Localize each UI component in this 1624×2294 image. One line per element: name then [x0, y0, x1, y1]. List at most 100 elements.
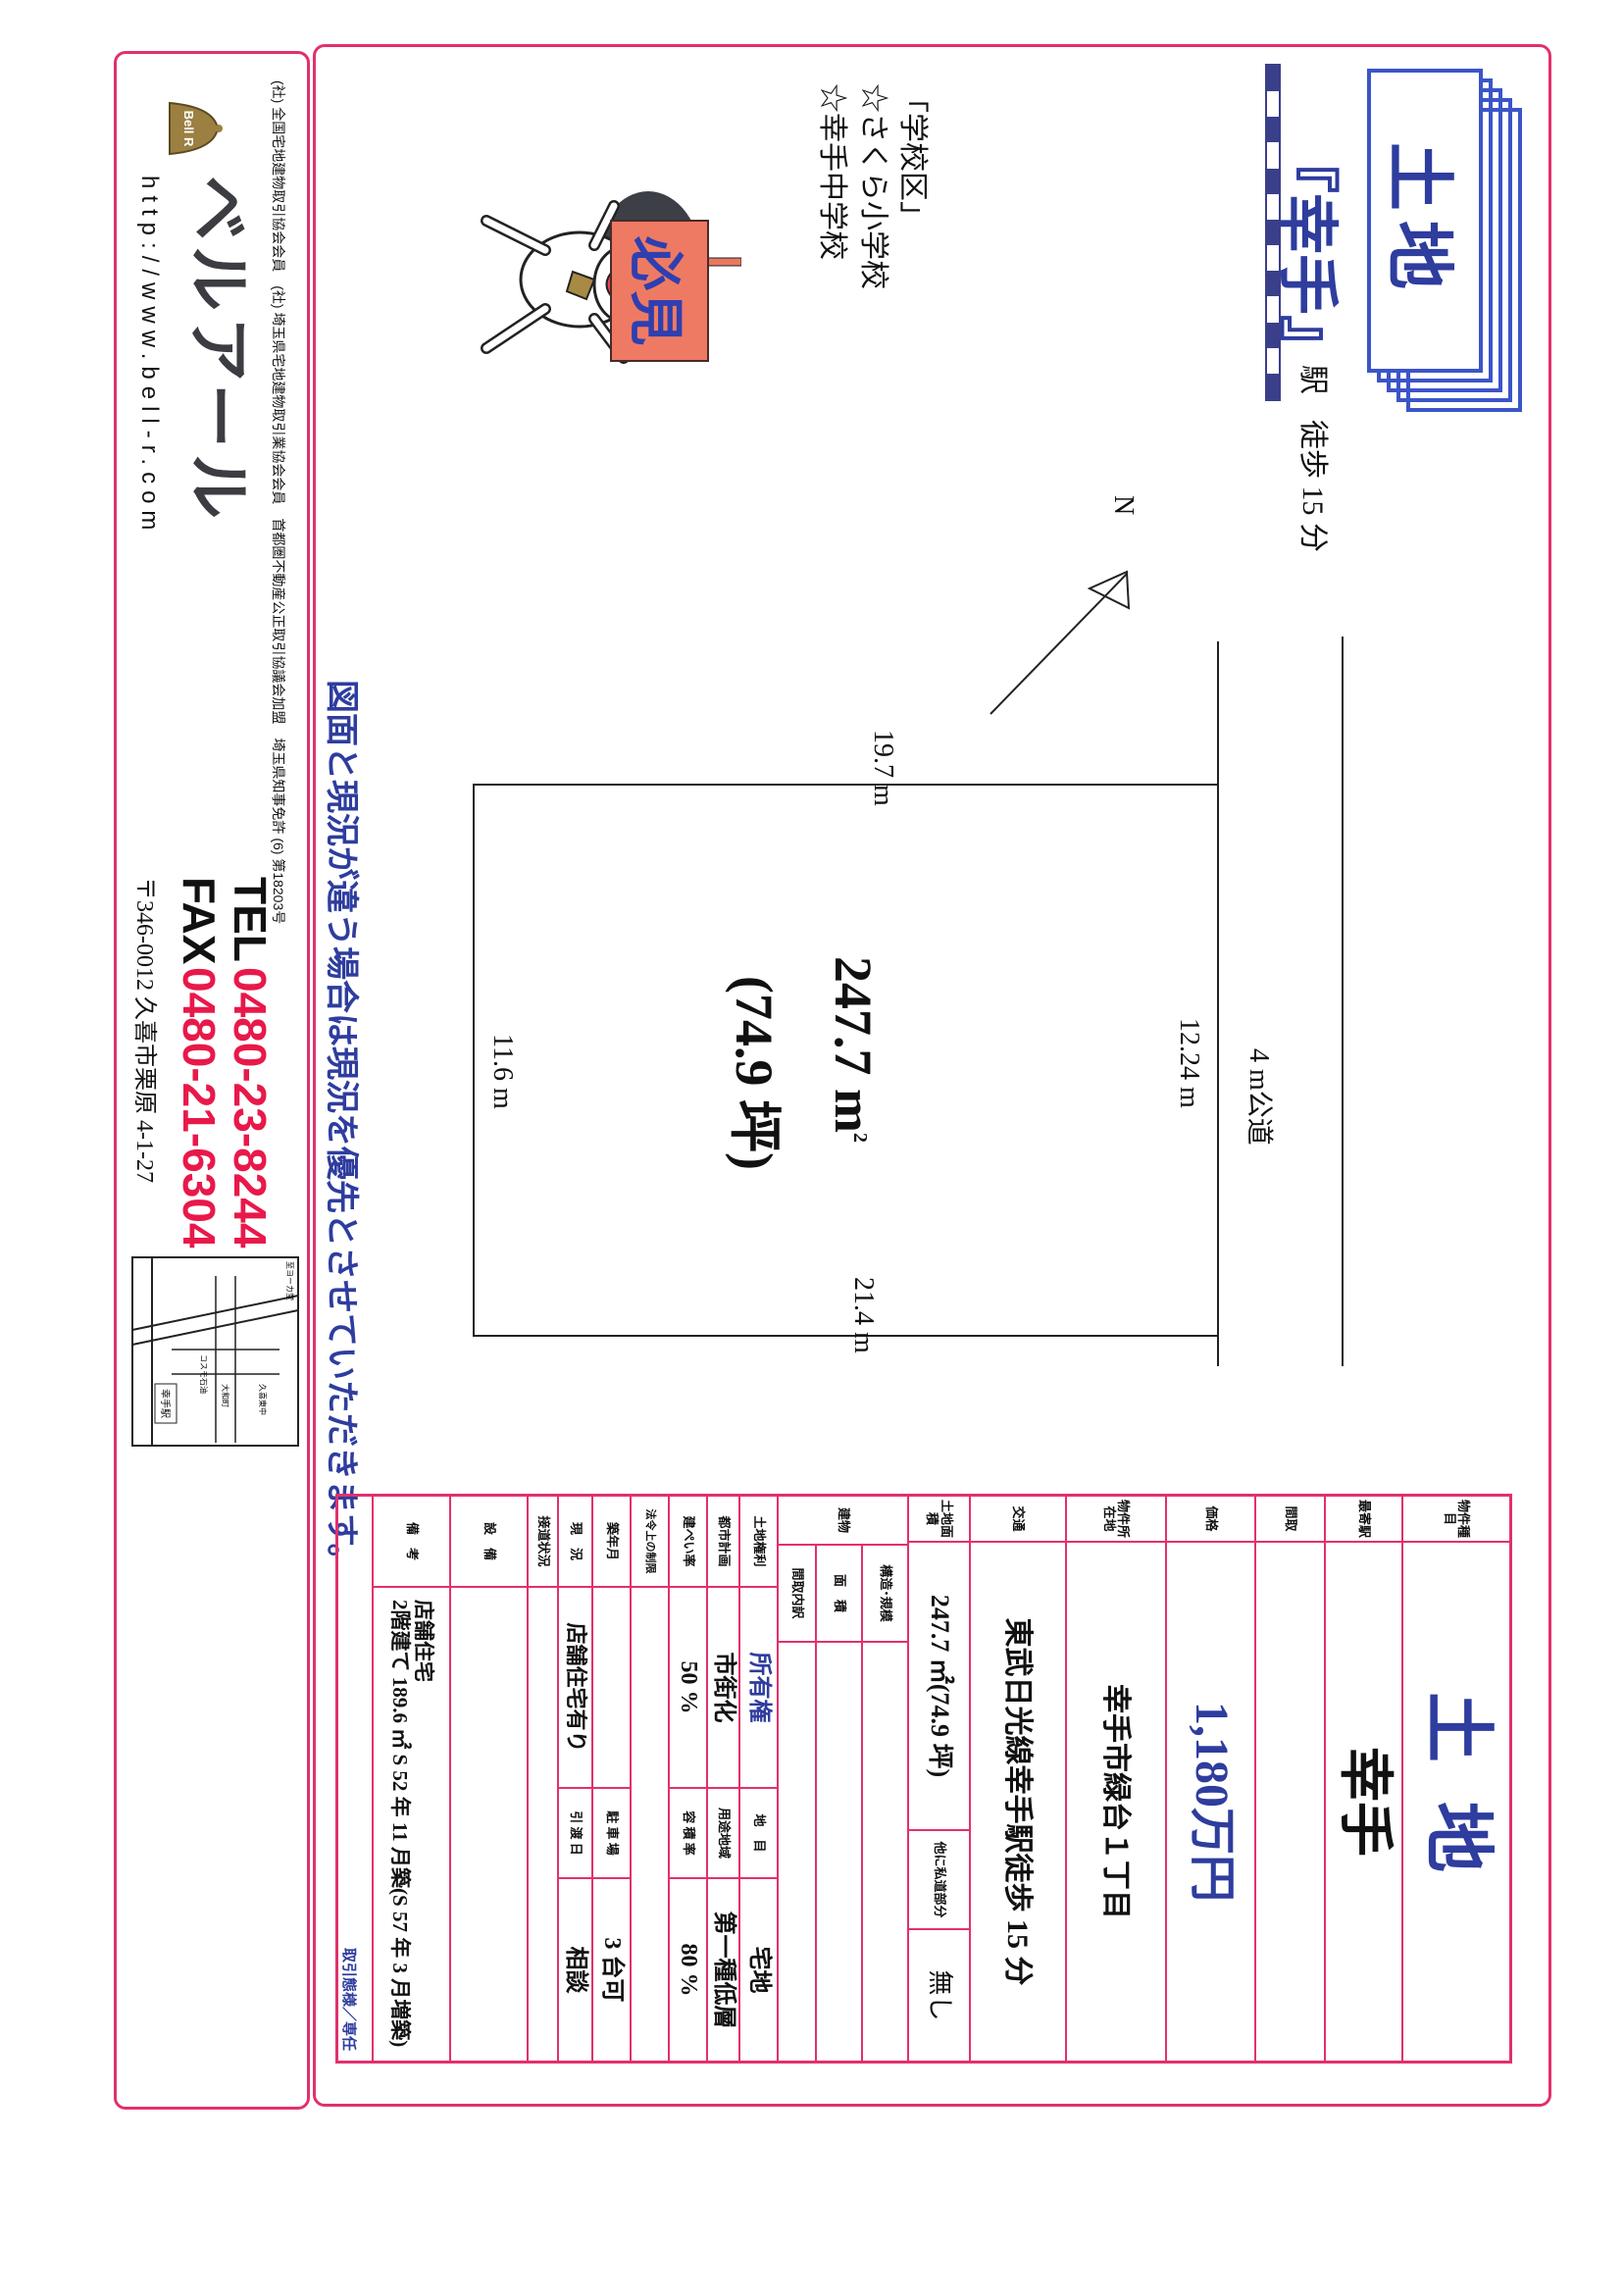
road-edge-line	[1342, 637, 1344, 1366]
svg-text:大和町: 大和町	[221, 1384, 230, 1407]
decorative-dash-bar	[1265, 64, 1281, 401]
structure-label: 構造･規模	[863, 1546, 907, 1643]
status-value: 店舗住宅有り	[559, 1588, 591, 1789]
svg-text:コスモ石油: コスモ石油	[199, 1354, 209, 1394]
table-row: 土地権利 所有権 地 目 宅地	[738, 1497, 777, 2061]
station-value: 幸手	[1334, 1747, 1396, 1857]
svg-text:至ヨーカ堂: 至ヨーカ堂	[285, 1261, 295, 1300]
school-district-title: 「学校区」	[896, 83, 929, 230]
lot-left-dimension: 19.7 m	[868, 730, 898, 806]
lot-area-unit-sup: 2	[849, 1132, 871, 1143]
status-label: 現 況	[559, 1497, 591, 1588]
far-label: 容 積 率	[670, 1789, 706, 1879]
table-row: 法令上の制限	[630, 1497, 668, 2061]
plan-label: 都市計画	[708, 1497, 738, 1588]
tel-label: TEL	[225, 877, 276, 962]
plan-value: 市街化	[708, 1588, 738, 1789]
table-row: 土地面積 247.7 ㎡(74.9 坪) 他に私道部分 無し	[907, 1497, 969, 2061]
lot-area: 247.7 m2	[823, 956, 884, 1143]
remarks-value: 店舗住宅 2階建て 189.6 ㎡ S 52 年 11 月築(S 57 年 3 …	[374, 1588, 449, 2061]
lot-area-tsubo: (74.9 坪)	[725, 976, 784, 1170]
location-label: 物件所在地	[1067, 1497, 1165, 1543]
table-row: 間取	[1254, 1497, 1324, 2061]
table-row: 備 考 店舗住宅 2階建て 189.6 ㎡ S 52 年 11 月築(S 57 …	[372, 1497, 449, 2061]
layout-label: 間取	[1256, 1497, 1324, 1543]
lot-top-dimension: 12.24 m	[1174, 1018, 1204, 1108]
svg-text:久喜東中: 久喜東中	[258, 1384, 268, 1415]
far-value: 80 %	[675, 1943, 701, 1997]
land-area-value: 247.7 ㎡(74.9 坪)	[909, 1543, 969, 1831]
station-label: 最寄駅	[1326, 1497, 1401, 1543]
company-name: ベルアール	[182, 176, 255, 526]
parking-value: 3 台可	[598, 1937, 625, 2003]
type-label: 物件種目	[1403, 1497, 1509, 1543]
floor-area-label: 面 積	[817, 1546, 861, 1643]
table-row: 築年月 駐 車 場 3 台可	[591, 1497, 630, 2061]
bell-logo-icon: Bell R	[169, 101, 223, 156]
lot-area-value: 247.7 m	[824, 956, 883, 1133]
road-access-label: 接道状況	[529, 1497, 557, 1588]
north-label: N	[1108, 495, 1139, 516]
transaction-type: 取引態様／専任	[340, 1947, 357, 2051]
private-road-label: 他に私道部分	[909, 1831, 969, 1930]
price-label: 価格	[1167, 1497, 1254, 1543]
company-address: 〒346-0012 久喜市栗原 4-1-27	[131, 877, 157, 1183]
tel-line: TEL0480-23-8244	[225, 877, 276, 1249]
building-label: 建物	[779, 1497, 907, 1546]
road-access-value	[529, 1588, 557, 2061]
remarks-line: 店舗住宅	[411, 1600, 435, 1682]
layout-value	[1256, 1543, 1324, 2061]
table-row: 現 況 店舗住宅有り 引 渡 日 相談	[557, 1497, 591, 2061]
legal-label: 法令上の制限	[632, 1497, 668, 1588]
access-label: 交通	[971, 1497, 1065, 1543]
fax-label: FAX	[174, 877, 225, 965]
built-value	[593, 1588, 630, 1789]
table-row: 設 備	[449, 1497, 527, 2061]
bcr-value: 50 %	[670, 1588, 706, 1789]
property-spec-table: 物件種目 土地 最寄駅 幸手 間取 価格 1,180万円 物件所在地 幸手市緑台…	[335, 1494, 1512, 2064]
fax-line: FAX0480-21-6304	[174, 877, 225, 1249]
handover-label: 引 渡 日	[559, 1789, 591, 1879]
rooms-label: 間取内訳	[779, 1546, 815, 1643]
table-row: 取引態様／専任	[329, 1497, 372, 2061]
north-arrow-icon	[990, 570, 1131, 715]
category-title: 土地	[1380, 142, 1456, 299]
rights-label: 土地権利	[740, 1497, 777, 1588]
private-road-value: 無し	[925, 1969, 954, 2021]
table-row: 最寄駅 幸手	[1324, 1497, 1401, 2061]
disclaimer-note: 図面と現況が違う場合は現況を優先とさせていただきます。	[323, 680, 359, 1577]
station-name: 『幸手』	[1273, 132, 1340, 377]
table-row: 物件所在地 幸手市緑台１丁目	[1065, 1497, 1165, 2061]
access-value: 東武日光線幸手駅徒歩 15 分	[1001, 1617, 1035, 1986]
company-memberships: (社) 全国宅地建物取引協会会員 (社) 埼玉県宅地建物取引業協会会員 首都圏不…	[271, 80, 286, 925]
table-row: 接道状況	[527, 1497, 557, 2061]
zoning-label: 用途地域	[708, 1789, 738, 1879]
lot-right-dimension: 21.4 m	[848, 1277, 879, 1353]
school-item: ☆幸手中学校	[816, 83, 848, 260]
zoning-value: 第一種低層	[710, 1911, 736, 2029]
tel-number: 0480-23-8244	[225, 967, 276, 1249]
bcr-label: 建ぺい率	[670, 1497, 706, 1588]
price-value: 1,180万円	[1185, 1701, 1238, 1902]
landcat-label: 地 目	[740, 1789, 777, 1879]
table-row: 都市計画 市街化 用途地域 第一種低層	[706, 1497, 738, 2061]
floor-area-value	[817, 1643, 861, 2061]
road-label: 4 m公道	[1243, 1048, 1274, 1146]
structure-value	[863, 1643, 907, 2061]
company-website[interactable]: http://www.bell-r.com	[136, 176, 163, 537]
equipment-value	[451, 1588, 527, 2061]
location-value: 幸手市緑台１丁目	[1099, 1684, 1133, 1919]
table-row: 価格 1,180万円	[1165, 1497, 1254, 2061]
rooms-value	[779, 1643, 815, 2061]
equipment-label: 設 備	[451, 1497, 527, 1588]
handover-value: 相談	[562, 1946, 588, 1994]
table-row: 物件種目 土地	[1401, 1497, 1509, 2061]
school-item: ☆さくら小学校	[857, 83, 889, 289]
remarks-line: 2階建て 189.6 ㎡ S 52 年 11 月築(S 57 年 3 月増築)	[388, 1600, 413, 2048]
access-map: 幸手駅 コスモ石油 至ヨーカ堂 久喜東中 大和町	[131, 1256, 299, 1447]
station-suffix: 駅	[1296, 365, 1329, 394]
table-row: 交通 東武日光線幸手駅徒歩 15 分	[969, 1497, 1065, 2061]
built-label: 築年月	[593, 1497, 630, 1588]
fax-number: 0480-21-6304	[174, 967, 225, 1249]
